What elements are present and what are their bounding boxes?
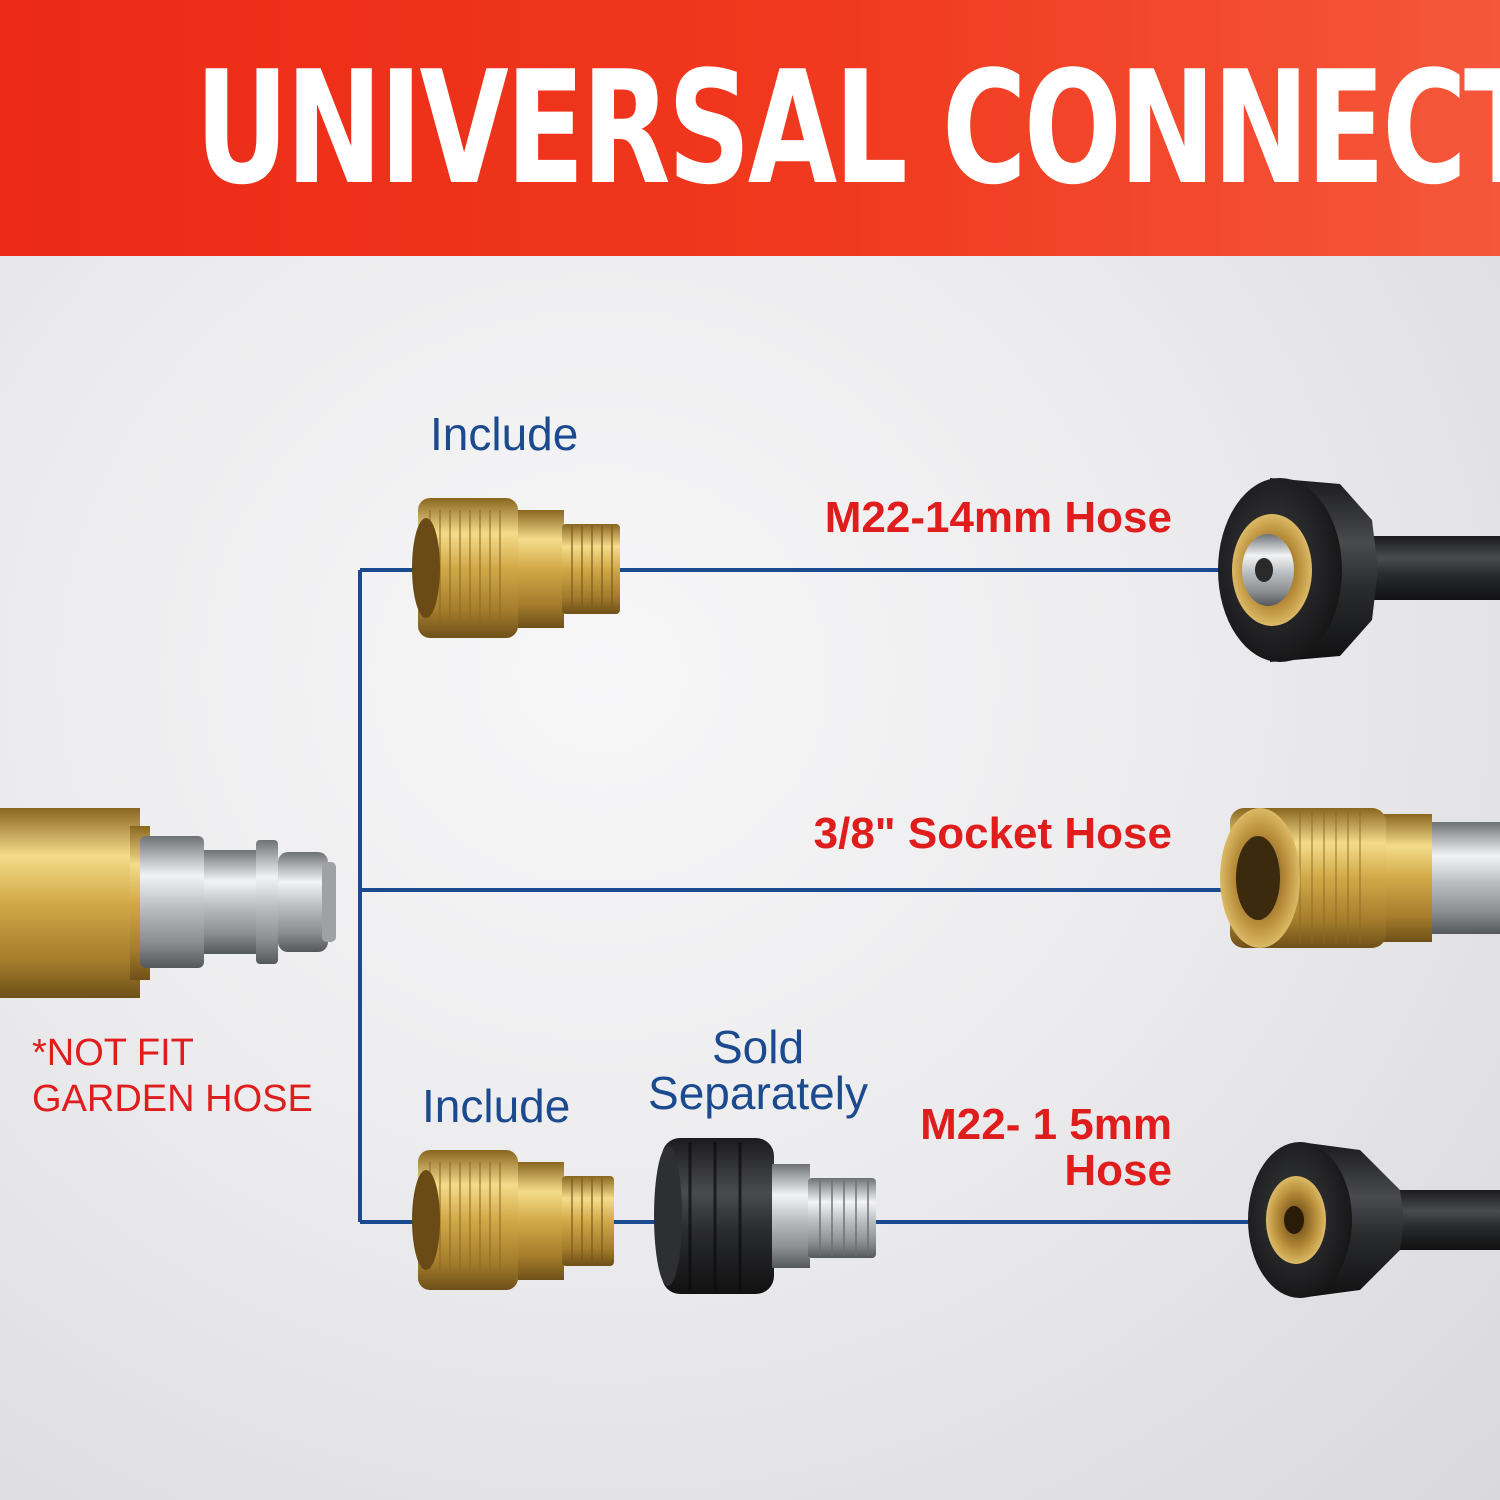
include-label-bottom: Include xyxy=(422,1080,571,1132)
sold-separately-line1: Sold xyxy=(711,1021,805,1073)
brass-adapter-top-image xyxy=(412,498,620,638)
brass-adapter-bottom-image xyxy=(412,1150,614,1290)
not-fit-line1: *NOT FIT xyxy=(32,1032,194,1074)
banner-title: UNIVERSAL CONNECTION xyxy=(195,37,1500,219)
m22-15mm-hose-image xyxy=(1248,1142,1500,1298)
m22-15mm-label-line1: M22- 1 5mm xyxy=(920,1100,1172,1149)
not-fit-line2: GARDEN HOSE xyxy=(32,1078,313,1120)
title-banner: UNIVERSAL CONNECTION xyxy=(0,0,1500,256)
socket-3-8-hose-image xyxy=(1220,808,1500,948)
socket-3-8-label: 3/8" Socket Hose xyxy=(813,809,1172,858)
black-m22-adapter-image xyxy=(654,1138,876,1294)
m22-15mm-label-line2: Hose xyxy=(1064,1146,1172,1195)
m22-14mm-label: M22-14mm Hose xyxy=(824,493,1172,542)
sold-separately-line2: Separately xyxy=(648,1067,868,1119)
quick-connect-plug-image xyxy=(0,808,336,998)
m22-14mm-hose-image xyxy=(1218,478,1500,662)
include-label-top: Include xyxy=(430,408,579,460)
